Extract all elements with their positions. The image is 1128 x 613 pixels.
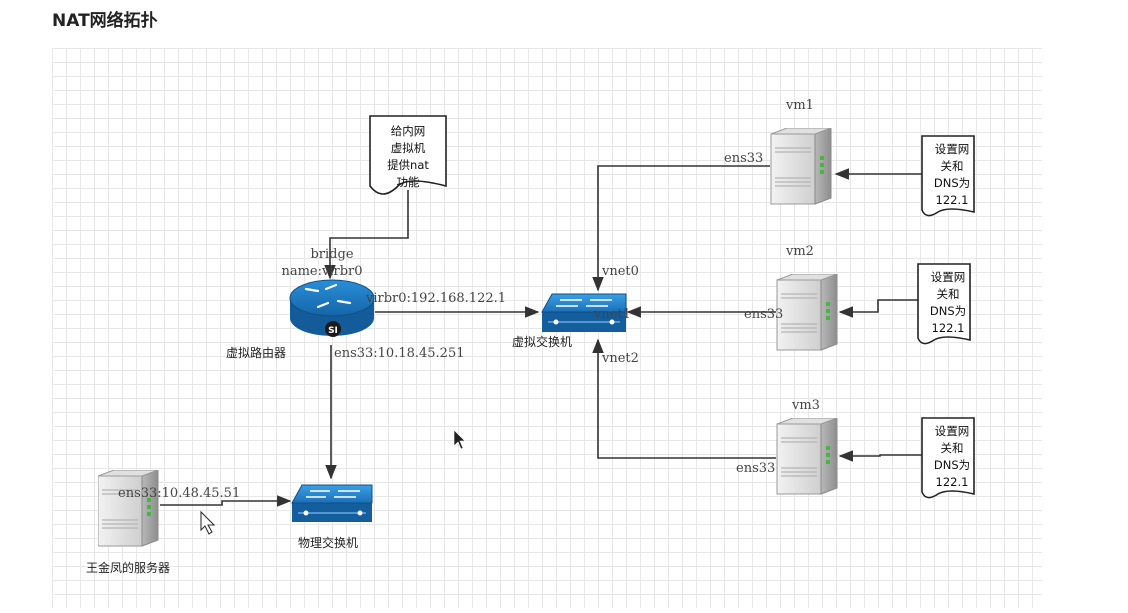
vm1-server-icon xyxy=(770,128,832,205)
vm1-iface: ens33 xyxy=(724,151,763,166)
router-note: 给内网 虚拟机 提供nat 功能 xyxy=(369,115,447,195)
vswitch-name: 虚拟交换机 xyxy=(512,334,572,349)
wire-note2-to-vm2 xyxy=(838,299,918,318)
vm3-note-line-1: 设置网 xyxy=(935,424,970,438)
wire-note-to-router xyxy=(324,190,409,280)
router-note-line-4: 功能 xyxy=(397,175,420,189)
vm2-note-line-2: 关和 xyxy=(937,287,960,301)
cursor-outline-icon xyxy=(200,510,216,535)
vm1-note-line-1: 设置网 xyxy=(935,142,970,156)
router-bridge-name-label: name:virbr0 xyxy=(281,264,362,279)
vswitch-port-vnet2: vnet2 xyxy=(601,351,639,366)
vm2-iface: ens33 xyxy=(744,307,783,322)
router-note-line-1: 给内网 xyxy=(391,124,426,138)
vm3-name: vm3 xyxy=(791,398,820,413)
vm1-note-line-2: 关和 xyxy=(941,159,964,173)
router-ens33-ip: ens33:10.18.45.251 xyxy=(334,346,465,361)
vm1-note-line-3: DNS为 xyxy=(934,176,970,190)
vm3-note-line-2: 关和 xyxy=(941,441,964,455)
router-virbr0-ip: virbr0:192.168.122.1 xyxy=(365,291,506,306)
pswitch-name: 物理交换机 xyxy=(298,535,358,550)
wire-host-to-pswitch xyxy=(160,495,292,507)
cursor-arrow-icon xyxy=(453,429,466,450)
physical-switch-icon xyxy=(291,484,373,522)
vm2-server-icon xyxy=(776,274,838,351)
vm1-name: vm1 xyxy=(785,98,814,113)
router-note-line-3: 提供nat xyxy=(387,158,429,172)
vm2-note: 设置网 关和 DNS为 122.1 xyxy=(917,263,971,345)
host-ens33-ip: ens33:10.48.45.51 xyxy=(118,486,240,501)
vm1-note: 设置网 关和 DNS为 122.1 xyxy=(921,135,975,217)
vm3-iface: ens33 xyxy=(736,461,775,476)
router-bridge-label: bridge xyxy=(310,247,353,262)
wire-vm3-to-vswitch xyxy=(592,338,776,459)
router-note-line-2: 虚拟机 xyxy=(391,141,426,155)
vm1-note-line-4: 122.1 xyxy=(936,193,969,207)
vm2-note-line-3: DNS为 xyxy=(930,304,966,318)
vm3-note-line-4: 122.1 xyxy=(936,475,969,489)
wire-vm1-to-vswitch xyxy=(592,165,770,292)
vm3-note: 设置网 关和 DNS为 122.1 xyxy=(921,417,975,499)
vm2-name: vm2 xyxy=(785,244,814,259)
vm2-note-line-4: 122.1 xyxy=(932,321,965,335)
wire-note3-to-vm3 xyxy=(838,450,922,462)
vm3-server-icon xyxy=(776,418,838,495)
host-server-icon xyxy=(98,470,159,547)
router-badge: SI xyxy=(328,326,338,336)
vswitch-port-vnet1: vnet1 xyxy=(593,307,631,322)
vm2-note-line-1: 设置网 xyxy=(931,270,966,284)
virtual-router-icon: SI xyxy=(289,279,375,337)
vswitch-port-vnet0: vnet0 xyxy=(601,264,639,279)
page-title: NAT网络拓扑 xyxy=(52,11,158,31)
virtual-switch-icon xyxy=(541,293,627,332)
vm3-note-line-3: DNS为 xyxy=(934,458,970,472)
host-server-name: 王金凤的服务器 xyxy=(86,560,170,575)
router-name: 虚拟路由器 xyxy=(226,345,286,360)
